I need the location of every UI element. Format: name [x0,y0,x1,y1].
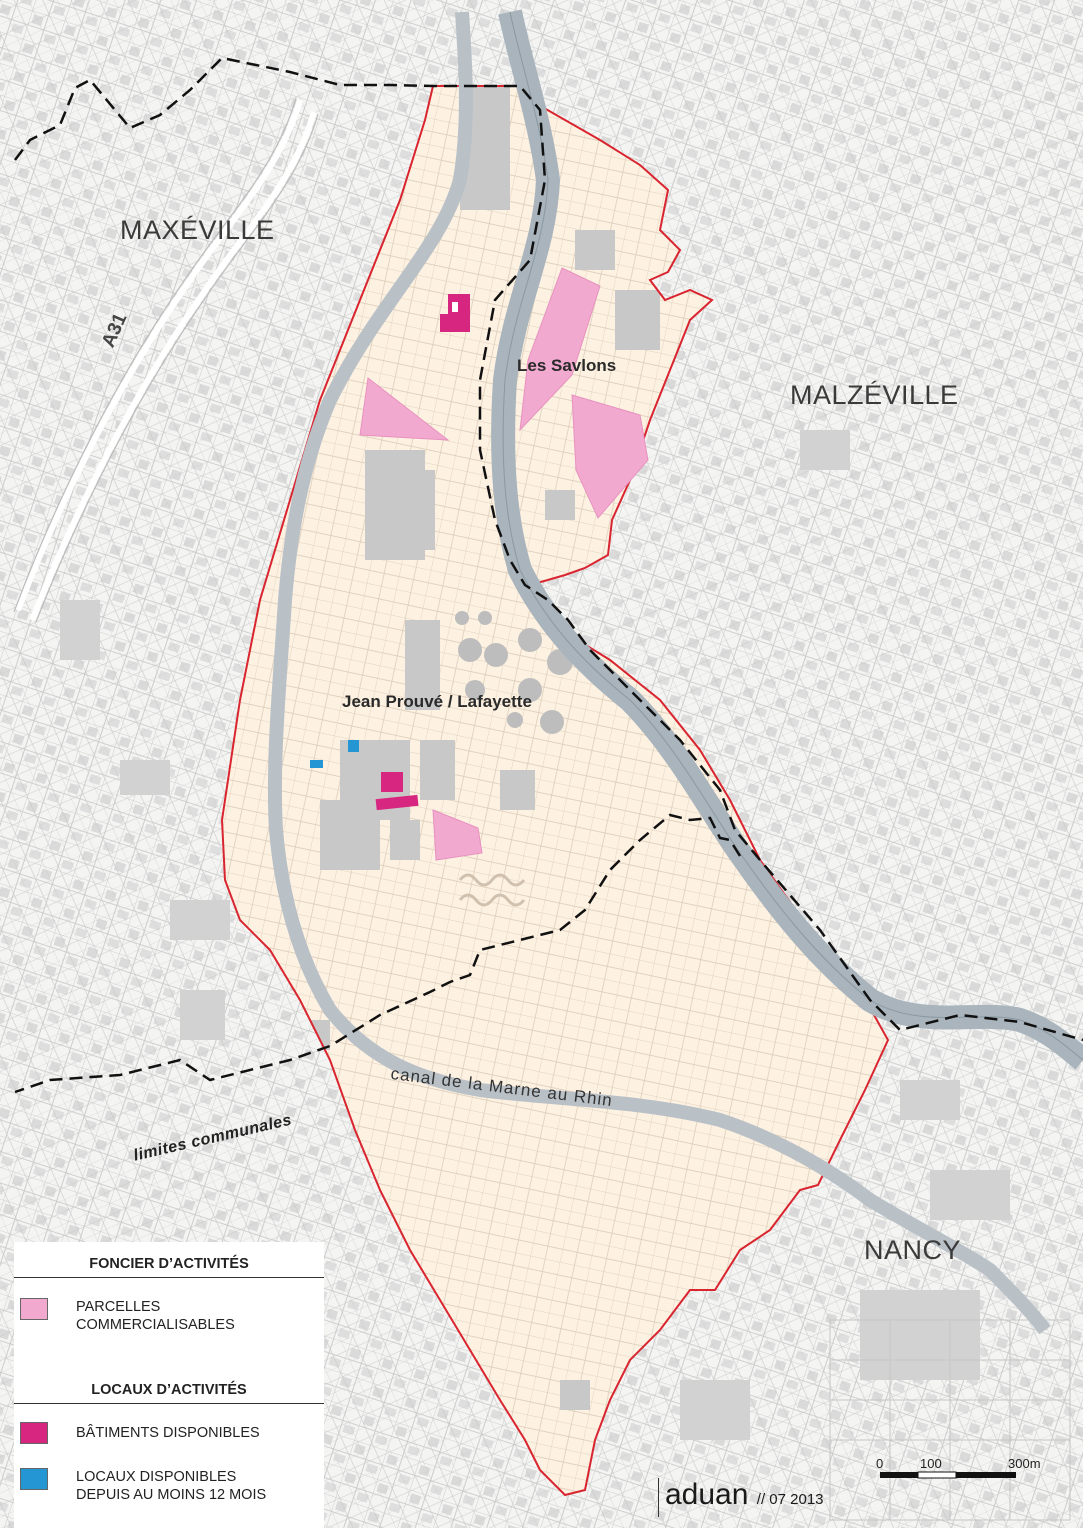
parcel[interactable] [571,394,649,519]
label-les-savlons: Les Savlons [517,356,617,375]
local-vacant[interactable] [348,740,359,752]
building-available[interactable] [440,294,470,332]
building-available[interactable] [375,794,419,811]
scale-tick-100: 100 [920,1456,942,1471]
label-malzeville: MALZÉVILLE [790,380,959,410]
legend-title-locaux: LOCAUX D’ACTIVITÉS [14,1382,324,1404]
scale-tick-0: 0 [876,1456,884,1471]
swatch-batiments [20,1422,48,1444]
canal-line [267,11,1051,1335]
label-nancy: NANCY [864,1235,962,1265]
parcel[interactable] [519,267,601,432]
scale-tick-300: 300m [1008,1456,1041,1471]
study-zone-border [220,85,890,1497]
parcel[interactable] [359,377,450,441]
label-maxeville: MAXÉVILLE [120,215,275,245]
legend-parcelles: PARCELLES COMMERCIALISABLES [76,1299,235,1333]
swatch-parcelles [20,1298,48,1320]
legend: FONCIER D’ACTIVITÉS PARCELLES COMMERCIAL… [14,1242,324,1528]
local-vacant[interactable] [310,760,323,768]
credit-date: // 07 2013 [756,1491,824,1508]
credit-logo: aduan // 07 2013 [658,1478,824,1517]
legend-title-foncier: FONCIER D’ACTIVITÉS [14,1256,324,1278]
swatch-locaux [20,1468,48,1490]
legend-batiments: BÂTIMENTS DISPONIBLES [76,1425,260,1441]
legend-locaux: LOCAUX DISPONIBLES DEPUIS AU MOINS 12 MO… [76,1469,267,1503]
parcel[interactable] [432,809,483,861]
building-available[interactable] [381,772,403,792]
brand-name: aduan [665,1478,749,1511]
label-jean-prouve: Jean Prouvé / Lafayette [342,692,532,711]
scale-bar [880,1471,1016,1479]
